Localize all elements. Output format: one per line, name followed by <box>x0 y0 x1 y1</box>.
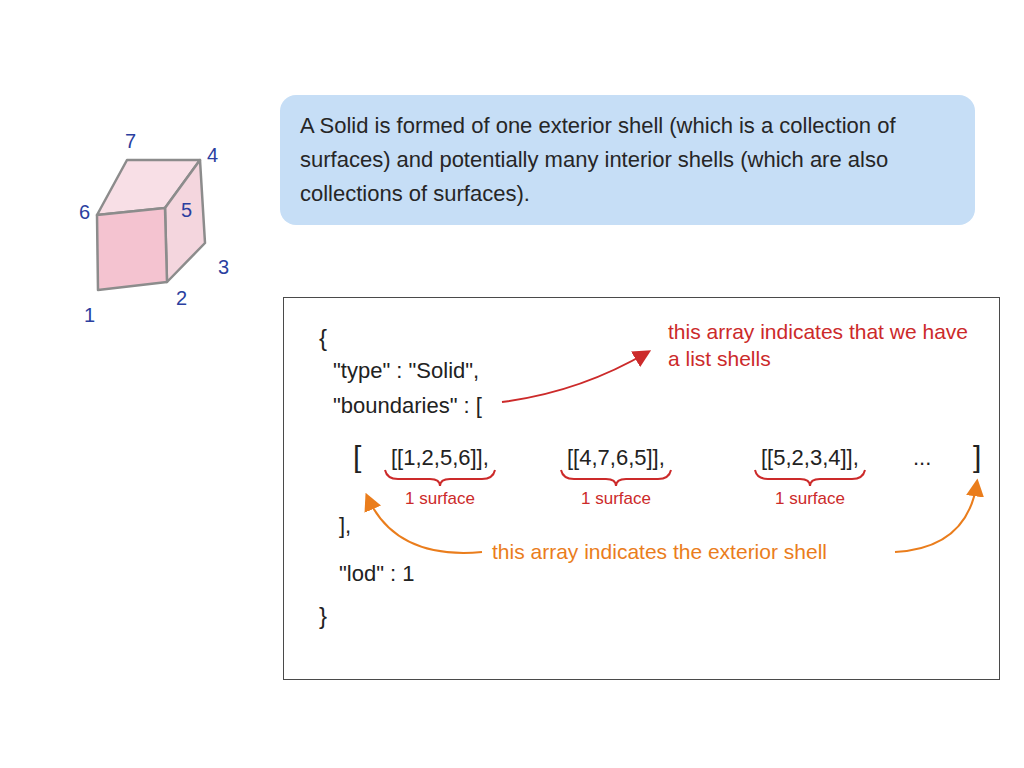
surface-brace <box>561 470 671 486</box>
vertex-number: 2 <box>176 285 187 311</box>
code-text: ], <box>339 513 351 539</box>
note-text: A Solid is formed of one exterior shell … <box>300 109 955 211</box>
vertex-number: 1 <box>84 302 95 328</box>
cube-drawing <box>97 160 205 290</box>
code-text: "type" : "Solid", <box>333 358 479 384</box>
code-text: { <box>319 323 327 352</box>
surface-label: 1 surface <box>405 488 475 510</box>
code-text: "lod" : 1 <box>339 561 415 587</box>
vertex-number: 3 <box>218 254 229 280</box>
annotation-note: this array indicates that we have a list… <box>668 318 968 372</box>
code-text: [ <box>353 439 361 475</box>
surface-brace <box>385 470 495 486</box>
code-text: [[4,7,6,5]], <box>567 445 665 471</box>
vertex-number: 6 <box>79 199 90 225</box>
surface-label: 1 surface <box>581 488 651 510</box>
code-text: [[1,2,5,6]], <box>391 445 489 471</box>
annotation-note: this array indicates the exterior shell <box>492 538 892 565</box>
surface-brace <box>755 470 865 486</box>
code-text: [[5,2,3,4]], <box>761 445 859 471</box>
code-text: "boundaries" : [ <box>333 393 482 419</box>
vertex-number: 5 <box>181 197 192 223</box>
code-panel: {"type" : "Solid", "boundaries" : [ [ [[1,2… <box>283 297 1000 680</box>
vertex-number: 7 <box>125 128 136 154</box>
code-text: ... <box>913 445 931 471</box>
vertex-number: 4 <box>207 142 218 168</box>
surface-label: 1 surface <box>775 488 845 510</box>
code-text: } <box>319 601 327 630</box>
cube-front-face <box>97 208 167 290</box>
leader-arrow <box>895 482 977 552</box>
code-text: ] <box>973 439 981 475</box>
definition-note: A Solid is formed of one exterior shell … <box>280 95 975 225</box>
leader-arrow <box>502 352 648 402</box>
cube-right-face <box>165 160 205 282</box>
